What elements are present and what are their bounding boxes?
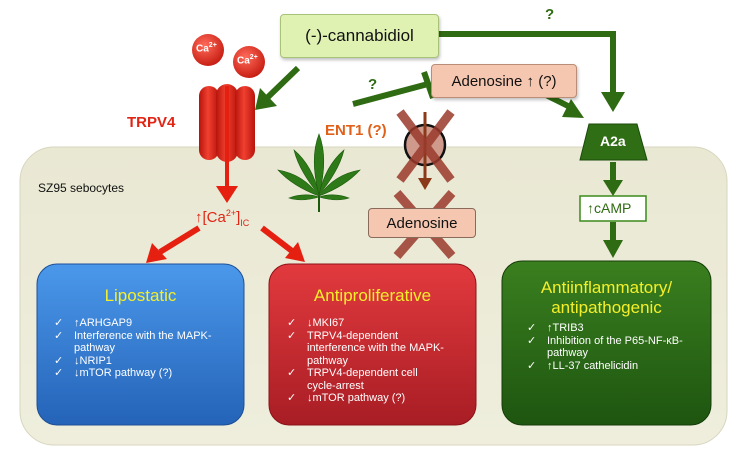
- antiinflammatory-title: Antiinflammatory/ antipathogenic: [540, 278, 673, 317]
- green-arrow-cbd-trpv4: [255, 88, 277, 110]
- antiproliferative-list: ✓↓MKI67 ✓TRPV4-dependent interference wi…: [287, 317, 472, 405]
- red-arrow-down: [216, 186, 238, 203]
- green-arrow-a2a-camp: [603, 180, 623, 196]
- cannabis-leaf-icon: [277, 133, 361, 212]
- list-item: ✓↑TRIB3: [527, 322, 584, 334]
- list-item: ✓↓MKI67: [287, 317, 345, 329]
- calcium-ion-icon: [233, 46, 265, 78]
- green-arrow-adenosine-a2a: [562, 99, 584, 118]
- list-item: ✓Interference with the MAPK-pathway: [54, 329, 212, 355]
- list-item: ✓TRPV4-dependent interference with the M…: [287, 329, 444, 367]
- brown-arrow-down: [418, 178, 432, 190]
- green-arrow-cbd-a2a: [601, 92, 625, 112]
- adenosine-up-box: Adenosine ↑ (?): [431, 64, 577, 98]
- calcium-ion-icon: [192, 34, 224, 66]
- a2a-receptor-shape: [579, 123, 648, 161]
- cannabidiol-box: (-)-cannabidiol: [280, 14, 439, 58]
- adenosine-lower-box: Adenosine: [368, 208, 476, 238]
- x-mark-icon: [396, 109, 455, 183]
- list-item: ✓↓mTOR pathway (?): [54, 367, 173, 379]
- calcium-ion-label: Ca2+: [237, 54, 258, 67]
- list-item: ✓TRPV4-dependent cell cycle-arrest: [287, 367, 418, 392]
- green-arrow-camp-box: [603, 240, 623, 258]
- calcium-intracellular-label: ↑[Ca2+]IC: [195, 208, 250, 228]
- adenosine-lower-label: Adenosine: [386, 214, 458, 232]
- list-item: ✓↑ARHGAP9: [54, 317, 133, 329]
- cannabidiol-label: (-)-cannabidiol: [305, 26, 414, 45]
- list-item: ✓↑LL-37 cathelicidin: [527, 359, 639, 372]
- a2a-label: A2a: [600, 133, 626, 149]
- camp-box: [579, 195, 647, 222]
- adenosine-up-label: Adenosine ↑ (?): [451, 72, 557, 90]
- red-arrow-left: [146, 243, 167, 263]
- camp-label: ↑cAMP: [587, 200, 632, 216]
- list-item: ✓↓NRIP1: [54, 354, 112, 367]
- trpv4-label: TRPV4: [127, 114, 176, 131]
- trpv4-channel-icon: [199, 84, 255, 162]
- ent1-label: ENT1 (?): [325, 122, 387, 139]
- sebocytes-label: SZ95 sebocytes: [38, 181, 125, 195]
- lipostatic-box: [36, 263, 245, 426]
- calcium-ion-label: Ca2+: [196, 42, 217, 55]
- question-mark-left: ?: [368, 76, 378, 93]
- antiproliferative-box: [268, 263, 477, 426]
- question-mark-top: ?: [545, 6, 555, 23]
- antiproliferative-title: Antiproliferative: [313, 286, 432, 305]
- antiinflammatory-box: [501, 260, 712, 426]
- lipostatic-title: Lipostatic: [104, 286, 177, 305]
- lipostatic-list: ✓↑ARHGAP9 ✓Interference with the MAPK-pa…: [54, 317, 239, 380]
- antiinflammatory-list: ✓↑TRIB3 ✓Inhibition of the P65-NF-κB-pat…: [527, 322, 707, 372]
- red-arrow-right: [285, 242, 305, 262]
- list-item: ✓↓mTOR pathway (?): [287, 392, 406, 404]
- list-item: ✓Inhibition of the P65-NF-κB-pathway: [527, 334, 683, 360]
